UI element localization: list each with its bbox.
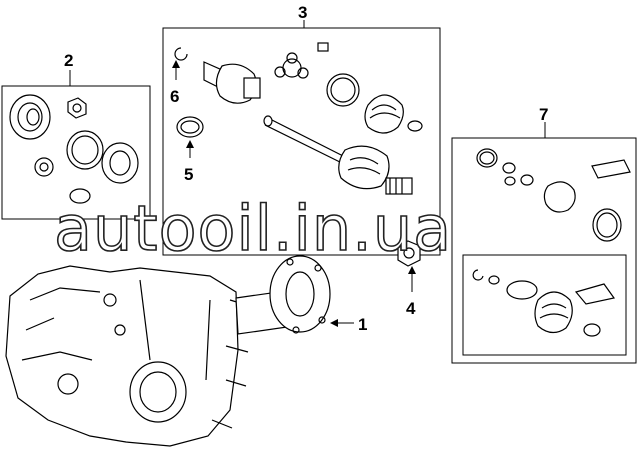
callout-1: 1 xyxy=(358,315,367,334)
callout-7: 7 xyxy=(539,105,548,124)
group-box-3 xyxy=(162,27,441,256)
group-box-7 xyxy=(451,137,637,364)
callout-5: 5 xyxy=(184,165,193,184)
axle-shaft-assembly xyxy=(174,42,423,195)
axle-nut xyxy=(397,240,421,267)
callout-4: 4 xyxy=(406,299,416,318)
watermark-text: autooil.in.ua xyxy=(54,192,452,265)
callout-6: 6 xyxy=(170,87,179,106)
group-box-7-inner xyxy=(462,254,627,356)
callout-3: 3 xyxy=(298,3,307,22)
bearing-kit-parts xyxy=(9,94,139,204)
callout-2: 2 xyxy=(64,51,73,70)
boot-kit-parts xyxy=(472,148,631,337)
group-box-2 xyxy=(1,85,151,220)
differential-carrier xyxy=(5,255,331,447)
